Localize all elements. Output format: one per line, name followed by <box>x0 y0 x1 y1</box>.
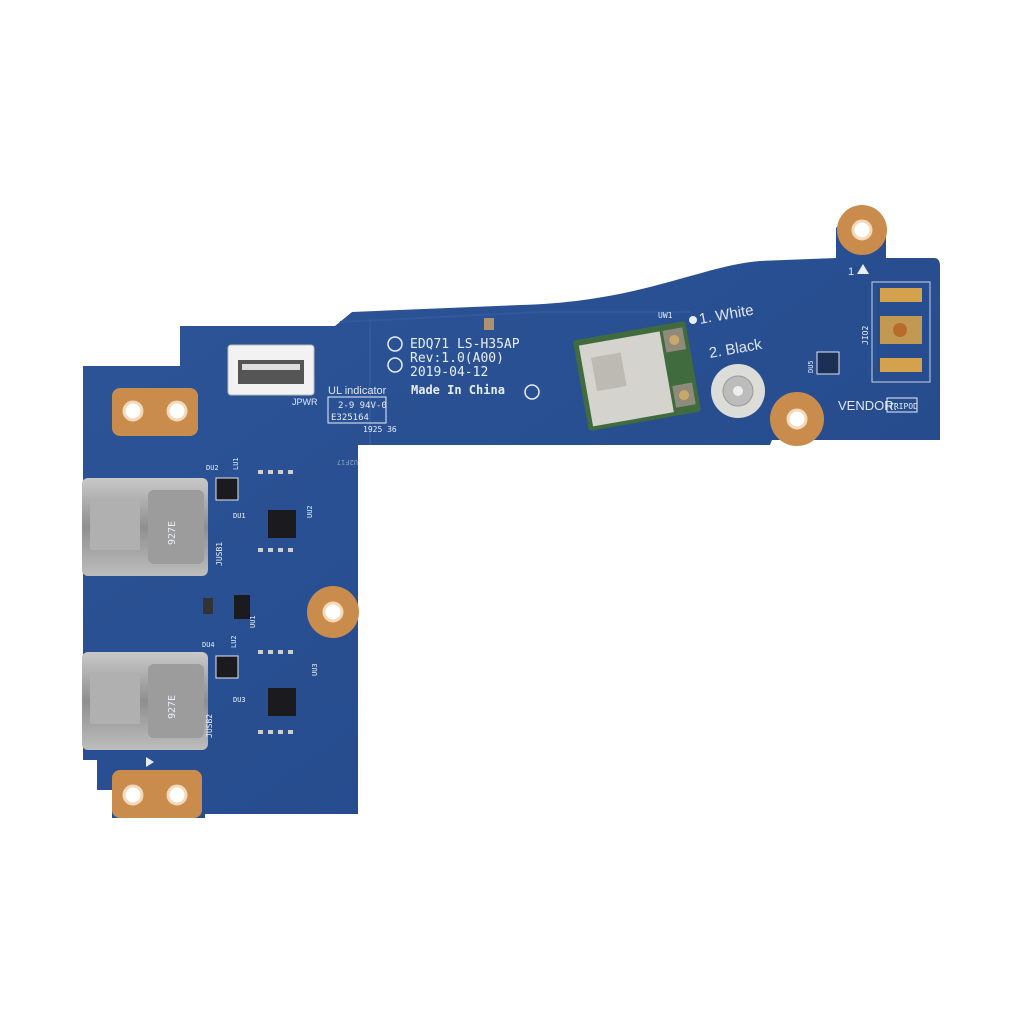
board-model: EDQ71 LS-H35AP <box>410 337 520 352</box>
date-code: 1925 36 <box>363 425 397 434</box>
uu3-label: UU3 <box>311 663 319 676</box>
ul-rating: 2-9 94V-0 <box>338 401 387 411</box>
jpwr-label: JPWR <box>292 397 318 407</box>
vendor-label: VENDOR: <box>838 398 897 413</box>
usb1-mark: 927E <box>167 521 178 545</box>
du1-label: DU1 <box>233 512 246 520</box>
usb2-label: JUSB2 <box>205 714 214 738</box>
du3-label: DU3 <box>233 696 246 704</box>
uu2-label: UU2 <box>306 505 314 518</box>
pin1-triangle-icon <box>857 264 869 274</box>
ic-chips <box>215 477 296 716</box>
jio2-label: JIO2 <box>861 326 870 345</box>
pin1-label: 1 <box>848 266 854 278</box>
smd-components <box>203 318 494 734</box>
usb1-label: JUSB1 <box>215 542 224 566</box>
board-date: 2019-04-12 <box>410 365 488 380</box>
du2-label: DU2 <box>206 464 219 472</box>
jio2-connector <box>871 281 931 383</box>
pcb-code: U2F17 <box>337 458 358 466</box>
du4-label: DU4 <box>202 641 215 649</box>
usb-port-2 <box>82 652 208 750</box>
lu1-label: LU1 <box>232 457 240 470</box>
du5-label: DU5 <box>807 360 815 373</box>
board-revision: Rev:1.0(A00) <box>410 351 504 366</box>
made-in-label: Made In China <box>411 383 505 397</box>
usb2-mark: 927E <box>167 695 178 719</box>
usb-port-1 <box>82 478 208 576</box>
wifi-module <box>573 321 701 431</box>
ul-indicator-label: UL indicator <box>328 385 387 397</box>
lu2-label: LU2 <box>230 635 238 648</box>
ul-file: E325164 <box>331 413 369 423</box>
jpwr-connector <box>227 344 315 396</box>
uu1-label: UU1 <box>249 615 257 628</box>
vendor-name: TRIPOD <box>889 402 918 411</box>
pb-free-icon <box>524 384 540 400</box>
standoff <box>711 364 765 418</box>
module-ref: UW1 <box>658 311 673 320</box>
